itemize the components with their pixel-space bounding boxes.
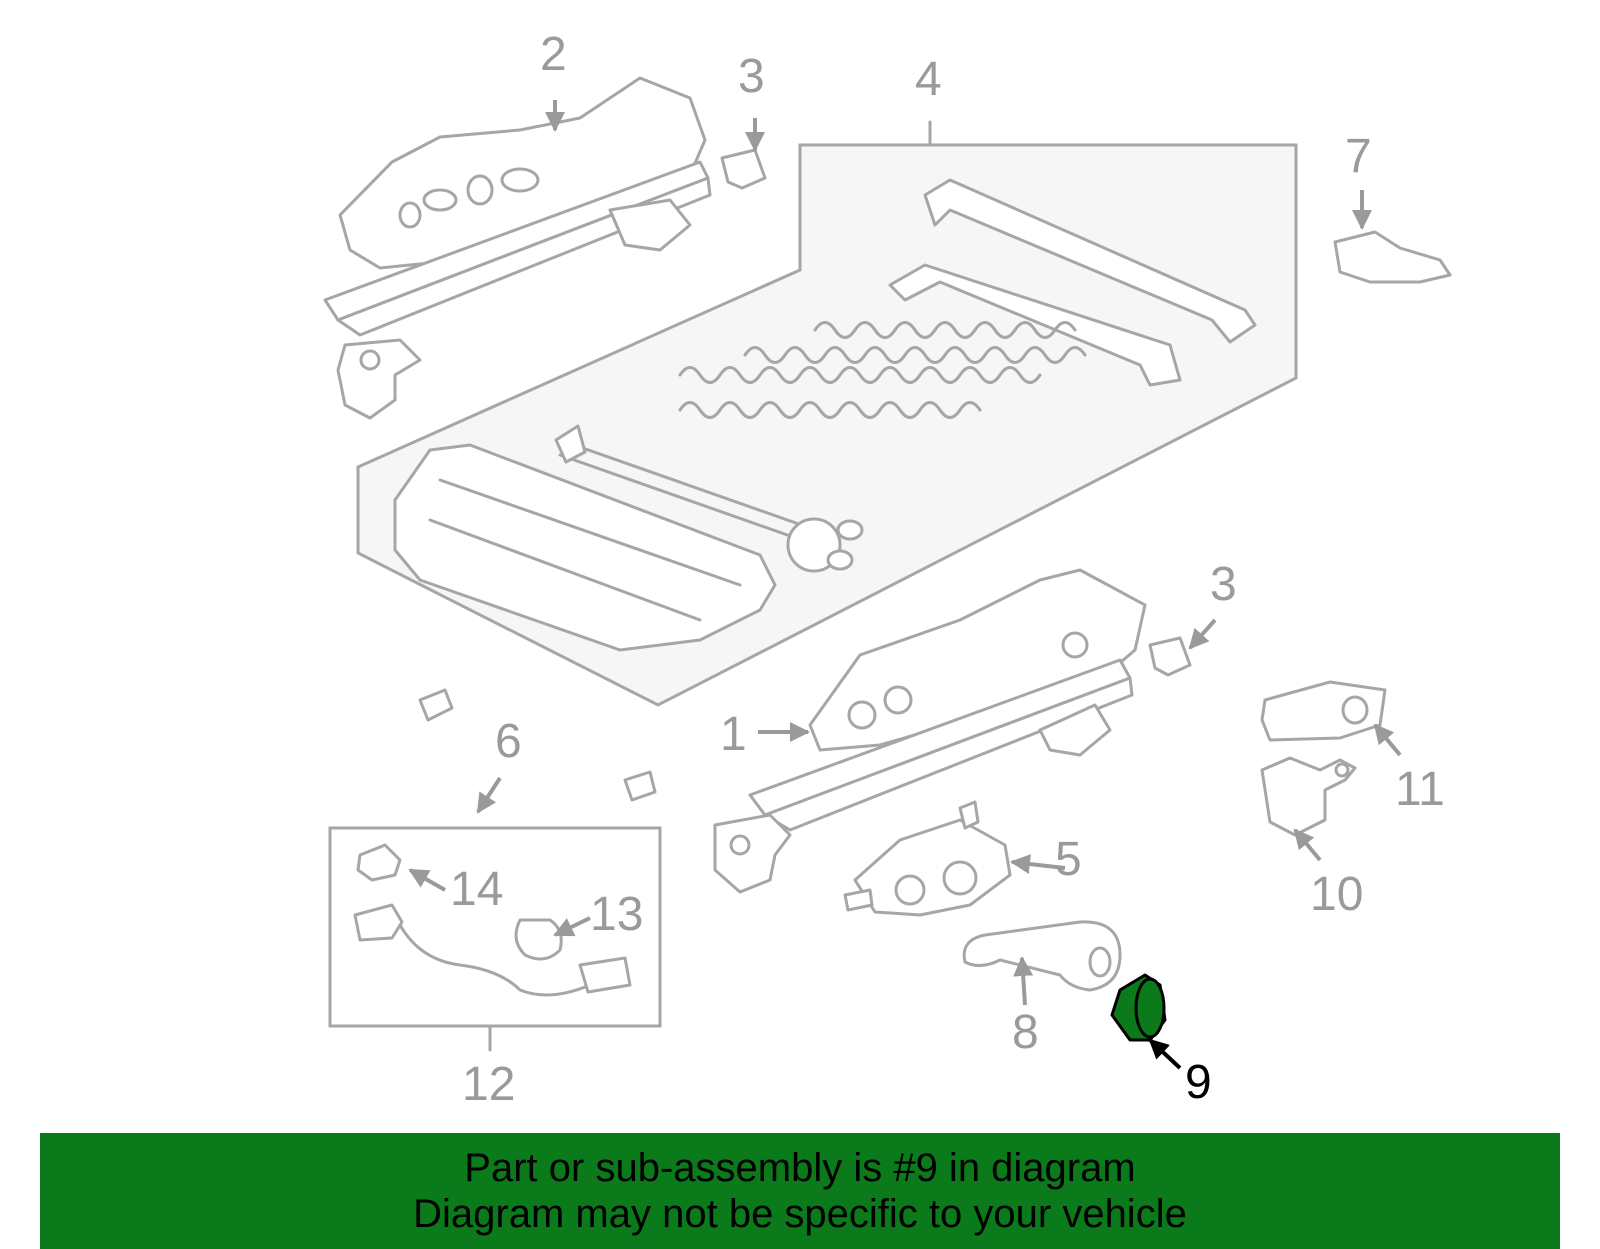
callout-11: 11 [1395,763,1445,816]
part-4-seat-cushion-frame[interactable] [393,178,1257,652]
parts-diagram: 2 3 4 7 3 1 6 11 5 10 14 13 8 9 12 [323,28,1452,1111]
callout-14: 14 [450,863,503,916]
callout-1: 1 [720,708,747,761]
part-3-clip-upper[interactable] [720,148,767,190]
part-8-handle[interactable] [962,920,1122,992]
part-9-cap[interactable] [1110,973,1167,1042]
callout-3-lower: 3 [1210,558,1237,611]
callout-12: 12 [462,1058,515,1111]
part-2-seat-track-left[interactable] [323,76,712,420]
part-10-bracket[interactable] [1260,756,1357,837]
info-banner: Part or sub-assembly is #9 in diagram Di… [40,1133,1560,1249]
callout-7: 7 [1345,130,1372,183]
banner-line-2: Diagram may not be specific to your vehi… [413,1192,1187,1236]
part-6-rod[interactable] [323,688,657,844]
part-5-motor[interactable] [843,800,1012,917]
part-13-clip[interactable] [514,918,563,961]
callout-6: 6 [495,715,522,768]
callout-10: 10 [1310,868,1363,921]
callout-5: 5 [1055,833,1082,886]
callout-2: 2 [540,28,567,81]
callout-3-upper: 3 [738,50,765,103]
part-7-bracket[interactable] [1333,230,1452,284]
callout-9: 9 [1185,1056,1212,1109]
part-12-harness[interactable] [353,903,632,997]
part-11-bracket[interactable] [1260,680,1387,742]
part-1-seat-track-right[interactable] [713,568,1147,894]
banner-line-1: Part or sub-assembly is #9 in diagram [464,1146,1136,1190]
callout-13: 13 [590,888,643,941]
part-3-clip-lower[interactable] [1148,636,1192,677]
callout-8: 8 [1012,1006,1039,1059]
callout-4: 4 [915,53,942,106]
group-12-box [328,826,662,1028]
part-14-clip[interactable] [356,843,402,882]
